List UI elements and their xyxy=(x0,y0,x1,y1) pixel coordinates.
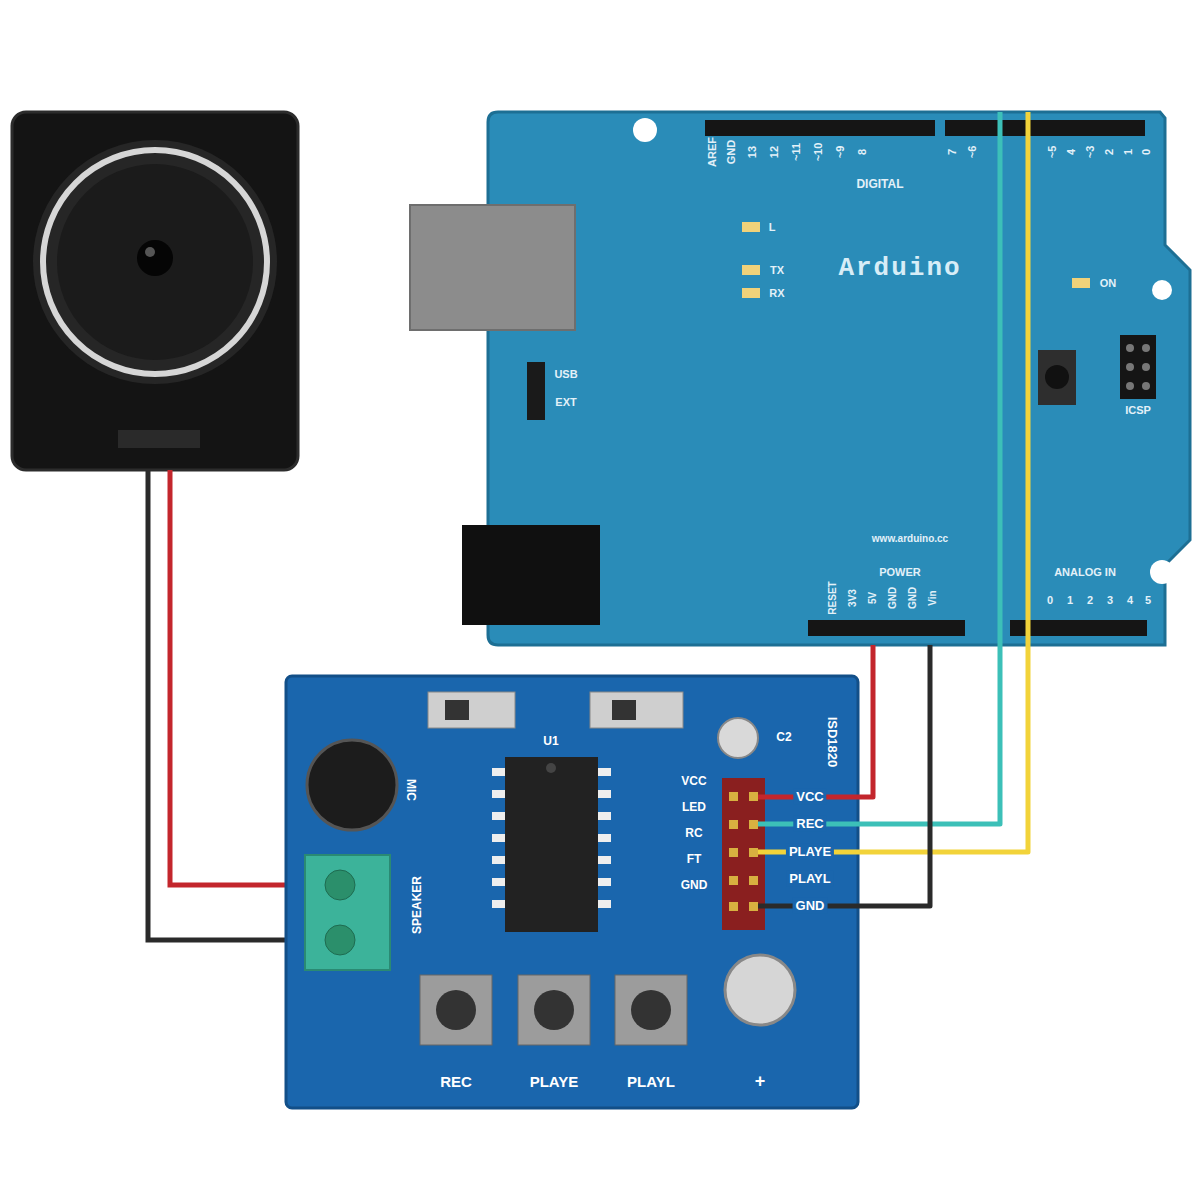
voice-module: ISD1820 xyxy=(286,676,858,1108)
module-label: GND xyxy=(681,879,708,892)
board-name: ISD1820 xyxy=(825,717,839,768)
module-label: PLAYL xyxy=(627,1074,675,1091)
pin-label: GND xyxy=(887,587,898,609)
header-wire xyxy=(758,822,858,827)
pin-label: POWER xyxy=(879,566,921,578)
pin-label: GND xyxy=(725,140,737,164)
pin-label: ANALOG IN xyxy=(1054,566,1116,578)
pin-label: ~3 xyxy=(1084,146,1096,159)
pin-label: RESET xyxy=(827,581,838,614)
pin-label: TX xyxy=(770,264,784,276)
pin-label: 12 xyxy=(768,146,780,158)
jumper-wire xyxy=(858,645,873,797)
module-label: + xyxy=(755,1072,766,1092)
pin-label: 1 xyxy=(1122,149,1134,155)
pin-label: 5 xyxy=(1145,594,1151,606)
module-label: SPEAKER xyxy=(411,876,424,934)
module-label: PLAYL xyxy=(786,871,833,887)
module-label: C2 xyxy=(776,731,791,744)
pin-label: AREF xyxy=(706,137,718,167)
pin-label: 13 xyxy=(746,146,758,158)
pin-label: ~9 xyxy=(834,146,846,159)
header-wire xyxy=(758,850,858,855)
header-wire xyxy=(758,904,858,909)
module-label: FT xyxy=(687,853,702,866)
pin-label: 4 xyxy=(1065,149,1077,155)
pin-label: 2 xyxy=(1103,149,1115,155)
module-label: PLAYE xyxy=(530,1074,579,1091)
jumper-wire xyxy=(858,112,1028,852)
pin-label: www.arduino.cc xyxy=(872,533,948,544)
module-label: REC xyxy=(793,816,826,832)
pin-label: 0 xyxy=(1047,594,1053,606)
pin-label: 3 xyxy=(1107,594,1113,606)
pin-label: 5V xyxy=(867,592,878,604)
pin-label: ~10 xyxy=(812,143,824,162)
pin-label: DIGITAL xyxy=(856,178,903,191)
pin-label: 4 xyxy=(1127,594,1133,606)
pin-label: USB xyxy=(554,368,577,380)
pin-label: ~6 xyxy=(966,146,978,159)
board-name: Arduino xyxy=(838,254,961,283)
header-wire xyxy=(758,795,858,800)
pin-label: L xyxy=(769,221,776,233)
module-label: U1 xyxy=(543,735,558,748)
pin-label: GND xyxy=(907,587,918,609)
jumper-wire xyxy=(858,645,930,906)
speaker-illustration xyxy=(12,112,298,470)
module-label: GND xyxy=(793,898,828,914)
module-label: RC xyxy=(685,827,702,840)
voice-module-board xyxy=(286,676,858,1108)
pin-label: 8 xyxy=(856,149,868,155)
module-label: MIC xyxy=(403,779,416,801)
pin-label: 7 xyxy=(946,149,958,155)
module-label: VCC xyxy=(793,789,826,805)
pin-label: EXT xyxy=(555,396,576,408)
pin-label: ICSP xyxy=(1125,404,1151,416)
module-label: LED xyxy=(682,801,706,814)
module-label: PLAYE xyxy=(786,844,834,860)
pin-label: 0 xyxy=(1140,149,1152,155)
module-label: VCC xyxy=(681,775,706,788)
pin-label: 1 xyxy=(1067,594,1073,606)
pin-label: Vin xyxy=(927,590,938,605)
pin-label: ~5 xyxy=(1046,146,1058,159)
pin-label: RX xyxy=(769,287,784,299)
arduino-board: Arduino xyxy=(488,112,1190,645)
arduino-board xyxy=(410,112,1190,645)
pin-label: ~11 xyxy=(790,143,802,161)
module-label: REC xyxy=(440,1074,472,1091)
pin-label: 3V3 xyxy=(847,589,858,607)
pin-label: 2 xyxy=(1087,594,1093,606)
pin-label: ON xyxy=(1100,277,1117,289)
